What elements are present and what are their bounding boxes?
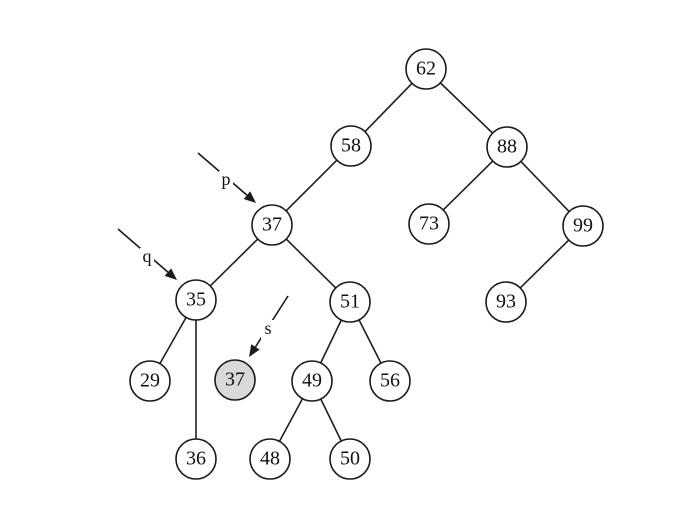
pointer-label-backdrop xyxy=(261,320,275,340)
pointer-q-arrow: q xyxy=(117,228,177,280)
edge-n37-n35 xyxy=(209,238,259,287)
node-label: 49 xyxy=(302,370,322,392)
pointer-s-arrow: s xyxy=(249,295,289,357)
tree-node-n88: 88 xyxy=(486,126,528,168)
tree-node-n49: 49 xyxy=(291,360,333,402)
pointer-p-arrow: p xyxy=(197,152,256,203)
edge-n49-n50 xyxy=(320,398,342,442)
pointer-label-backdrop xyxy=(140,248,154,268)
node-circle xyxy=(485,281,527,323)
node-label: 88 xyxy=(497,136,517,158)
tree-node-n62: 62 xyxy=(405,48,447,90)
tree-node-n99: 99 xyxy=(562,205,604,247)
tree-node-n36: 36 xyxy=(175,438,217,480)
tree-node-n58: 58 xyxy=(330,125,372,167)
node-circle xyxy=(330,125,372,167)
tree-node-n37: 37 xyxy=(251,204,293,246)
node-label: 37 xyxy=(262,214,282,236)
tree-node-n73: 73 xyxy=(408,203,450,245)
pointer-label: s xyxy=(264,318,271,338)
node-circle xyxy=(249,438,291,480)
node-label: 36 xyxy=(186,448,206,470)
node-label: 48 xyxy=(260,448,280,470)
node-circle xyxy=(175,438,217,480)
node-label: 56 xyxy=(380,370,400,392)
edge-n88-n99 xyxy=(520,160,570,213)
tree-node-n37b: 37 xyxy=(214,359,256,401)
node-label: 37 xyxy=(225,369,245,391)
tree-node-n50: 50 xyxy=(329,438,371,480)
pointer-label-backdrop xyxy=(219,171,233,191)
arrowhead-icon xyxy=(164,268,177,280)
tree-node-n29: 29 xyxy=(129,360,171,402)
node-circle xyxy=(129,360,171,402)
edge-n88-n73 xyxy=(442,160,494,211)
node-circle xyxy=(214,359,256,401)
node-circle xyxy=(329,438,371,480)
node-label: 62 xyxy=(416,58,436,80)
tree-node-n93: 93 xyxy=(485,281,527,323)
node-circle xyxy=(486,126,528,168)
node-circle xyxy=(562,205,604,247)
node-circle xyxy=(408,203,450,245)
edge-n35-n29 xyxy=(159,316,187,365)
pointer-label: q xyxy=(143,246,152,266)
tree-node-n51: 51 xyxy=(329,281,371,323)
tree-node-n48: 48 xyxy=(249,438,291,480)
nodes-layer: 62 58 88 37 73 99 35 51 93 29 37 49 56 36 48 50 xyxy=(129,48,604,480)
arrowhead-icon xyxy=(243,191,256,203)
node-label: 58 xyxy=(341,135,361,157)
node-circle xyxy=(291,360,333,402)
edge-n62-n58 xyxy=(364,82,413,133)
edge-n58-n37 xyxy=(285,159,338,212)
node-circle xyxy=(329,281,371,323)
edge-n37-n51 xyxy=(285,238,337,289)
edge-n51-n56 xyxy=(358,319,382,364)
node-label: 93 xyxy=(496,291,516,313)
edge-n51-n49 xyxy=(319,319,343,364)
node-circle xyxy=(369,360,411,402)
tree-node-n56: 56 xyxy=(369,360,411,402)
node-circle xyxy=(175,279,217,321)
edge-n99-n93 xyxy=(519,239,570,289)
node-label: 50 xyxy=(340,448,360,470)
tree-node-n35: 35 xyxy=(175,279,217,321)
node-label: 35 xyxy=(186,289,206,311)
pointers-layer: p q s xyxy=(117,152,289,357)
edge-n62-n88 xyxy=(439,82,494,134)
node-circle xyxy=(251,204,293,246)
node-label: 99 xyxy=(573,215,593,237)
edges-layer xyxy=(159,82,570,442)
node-circle xyxy=(405,48,447,90)
node-label: 29 xyxy=(140,370,160,392)
edge-n49-n48 xyxy=(278,398,304,442)
arrowhead-icon xyxy=(249,344,260,357)
node-label: 73 xyxy=(419,213,439,235)
pointer-label: p xyxy=(222,169,231,189)
node-label: 51 xyxy=(340,291,360,313)
